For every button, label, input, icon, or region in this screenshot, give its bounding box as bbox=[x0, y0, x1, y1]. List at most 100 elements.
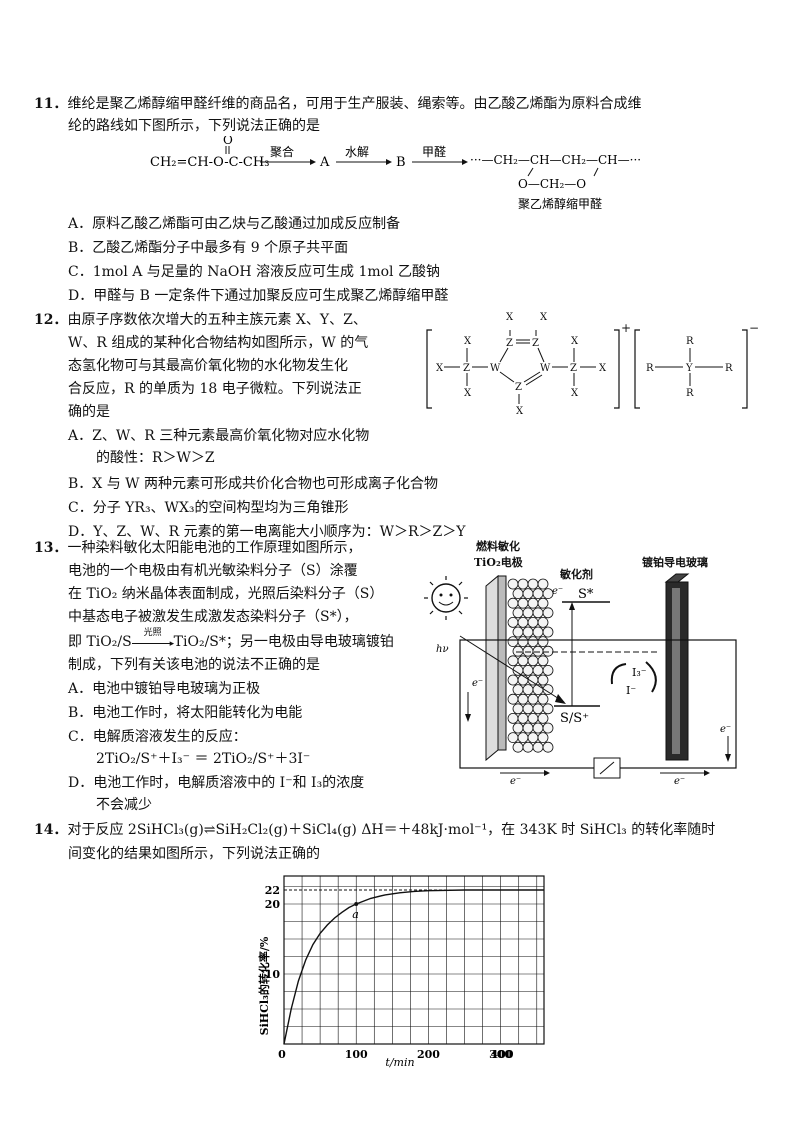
nanoparticle bbox=[527, 578, 539, 590]
nanoparticle bbox=[512, 626, 524, 638]
x-tick-label: 300 bbox=[489, 1048, 512, 1061]
q13-option-c[interactable]: C．电解质溶液发生的反应： bbox=[68, 729, 247, 745]
nanoparticle bbox=[542, 588, 554, 599]
nanoparticle bbox=[517, 732, 529, 744]
q12-option-b[interactable]: B．X 与 W 两种元素可形成共价化合物也可形成离子化合物 bbox=[68, 476, 438, 492]
q11-stem-line2: 纶的路线如下图所示，下列说法正确的是 bbox=[68, 118, 320, 134]
nanoparticle bbox=[537, 636, 549, 647]
nanoparticle bbox=[542, 664, 554, 676]
nanoparticle bbox=[507, 578, 519, 590]
q13-stem-end: 制成，下列有关该电池的说法不正确的是 bbox=[68, 657, 320, 673]
q11-option-c[interactable]: C．1mol A 与足量的 NaOH 溶液反应可生成 1mol 乙酸钠 bbox=[68, 264, 440, 280]
q12-stem-line3: 态氢化物可与其最高价氧化物的水化物发生化 bbox=[68, 358, 348, 374]
q12-x6: X bbox=[516, 406, 524, 417]
nanoparticle bbox=[517, 693, 529, 705]
nanoparticle bbox=[532, 722, 544, 734]
nanoparticle bbox=[532, 664, 544, 676]
nanoparticle bbox=[512, 703, 524, 715]
nanoparticle bbox=[532, 626, 544, 638]
q13-option-d-cont: 不会减少 bbox=[68, 797, 152, 813]
q12-option-c[interactable]: C．分子 YR₃、WX₃的空间构型均为三角锥形 bbox=[68, 500, 349, 516]
nanoparticle bbox=[517, 597, 529, 609]
point-a-label: a bbox=[352, 908, 359, 921]
q13-eq-condition: 光照 bbox=[143, 628, 162, 638]
q11-option-b[interactable]: B．乙酸乙烯酯分子中最多有 9 个原子共平面 bbox=[68, 240, 349, 256]
q11-reaction-scheme: CH₂=CH-O-C-CH₃ O 聚合 A 水解 B 甲醛 ···—CH₂—CH… bbox=[150, 136, 641, 211]
x-tick-label: 0 bbox=[278, 1048, 286, 1061]
y-tick-label: 20 bbox=[265, 898, 281, 911]
q12-r4: R bbox=[686, 388, 694, 399]
q12-w1: W bbox=[490, 363, 501, 374]
nanoparticle bbox=[532, 588, 544, 599]
nanoparticle bbox=[507, 597, 519, 609]
nanoparticle bbox=[537, 578, 549, 590]
q14-stem-line1: 对于反应 2SiHCl₃(g)⇌SiH₂Cl₂(g)＋SiCl₄(g) ΔH＝＋… bbox=[67, 822, 716, 838]
nanoparticle bbox=[522, 664, 534, 676]
q13-s-pair: S/S⁺ bbox=[560, 711, 589, 726]
q12-x9: X bbox=[571, 388, 579, 399]
q12-z4: Z bbox=[515, 382, 522, 393]
q13-stem-line4: 中基态电子被激发生成激发态染料分子（S*）， bbox=[68, 609, 358, 625]
q13-option-a[interactable]: A．电池中镀铂导电玻璃为正极 bbox=[68, 681, 261, 697]
q13-e-left: e⁻ bbox=[472, 678, 483, 689]
nanoparticle bbox=[527, 597, 539, 609]
q12-r2: R bbox=[646, 363, 654, 374]
q12-r1: R bbox=[686, 336, 694, 347]
q13-eq-pre: 即 TiO₂/S bbox=[68, 634, 132, 650]
sun-icon bbox=[424, 576, 468, 620]
nanoparticle bbox=[522, 607, 534, 619]
chart-frame bbox=[283, 875, 545, 1045]
q12-option-d[interactable]: D．Y、Z、W、R 元素的第一电离能大小顺序为：W＞R＞Z＞Y bbox=[68, 524, 466, 540]
q12-option-a-cont: 的酸性：R＞W＞Z bbox=[68, 450, 215, 466]
q13-i3: I₃⁻ bbox=[632, 666, 647, 679]
nanoparticle bbox=[537, 617, 549, 628]
q12-stem-line2: W、R 组成的某种化合物结构如图所示，W 的气 bbox=[68, 335, 369, 351]
nanoparticle bbox=[542, 703, 554, 715]
q12-z3: Z bbox=[532, 338, 539, 349]
q11-arrow2-label: 水解 bbox=[345, 145, 369, 159]
q13-s-star: S* bbox=[578, 587, 594, 602]
q13-option-c-equation: 2TiO₂/S⁺＋I₃⁻ ＝ 2TiO₂/S⁺＋3I⁻ bbox=[68, 751, 311, 767]
q11-start-formula: CH₂=CH-O-C-CH₃ bbox=[150, 155, 269, 170]
nanoparticle bbox=[507, 732, 519, 744]
y-tick-label: 22 bbox=[265, 884, 280, 897]
nanoparticle bbox=[517, 712, 529, 724]
q12-z5: Z bbox=[570, 363, 577, 374]
q12-option-a[interactable]: A．Z、W、R 三种元素最高价氧化物对应水化物 bbox=[68, 428, 370, 444]
q13-hv: hν bbox=[436, 644, 449, 655]
x-tick-label: 400 bbox=[491, 1048, 514, 1061]
q11-option-d[interactable]: D．甲醛与 B 一定条件下通过加聚反应可生成聚乙烯醇缩甲醛 bbox=[68, 288, 449, 304]
q11-number: 11． bbox=[34, 96, 68, 112]
nanoparticle bbox=[512, 645, 524, 657]
q11-option-a[interactable]: A．原料乙酸乙烯酯可由乙炔与乙酸通过加成反应制备 bbox=[68, 216, 401, 232]
x-tick-label: 100 bbox=[345, 1048, 368, 1061]
q11-arrow1-label: 聚合 bbox=[270, 144, 294, 159]
q13-label-electrode: 燃料敏化 bbox=[475, 539, 520, 553]
q12-y: Y bbox=[685, 363, 693, 374]
q12-x4: X bbox=[506, 312, 514, 323]
nanoparticle bbox=[527, 693, 539, 705]
q14-stem-line2: 间变化的结果如图所示，下列说法正确的 bbox=[68, 846, 320, 862]
q13-option-d[interactable]: D．电池工作时，电解质溶液中的 I⁻和 I₃的浓度 bbox=[68, 775, 365, 791]
nanoparticle bbox=[537, 655, 549, 667]
q13-e-right: e⁻ bbox=[720, 724, 731, 735]
q12-x8: X bbox=[599, 363, 607, 374]
q11-product-name: 聚乙烯醇缩甲醛 bbox=[518, 196, 602, 211]
q13-stem-line3: 在 TiO₂ 纳米晶体表面制成，光照后染料分子（S） bbox=[68, 586, 384, 602]
q14-number: 14． bbox=[34, 822, 68, 838]
q12-x5: X bbox=[540, 312, 548, 323]
nanoparticle bbox=[542, 684, 554, 696]
nanoparticle bbox=[507, 674, 519, 686]
nanoparticle bbox=[537, 693, 549, 705]
q11-b: B bbox=[396, 155, 406, 170]
y-tick-label: 10 bbox=[265, 968, 281, 981]
q13-e-top: e⁻ bbox=[552, 586, 563, 597]
nanoparticle bbox=[532, 741, 544, 753]
nanoparticle bbox=[542, 626, 554, 638]
q13-equation: 即 TiO₂/S 光照 ▸ TiO₂/S*；另一电极由导电玻璃镀铂 bbox=[68, 628, 394, 654]
q13-option-b[interactable]: B．电池工作时，将太阳能转化为电能 bbox=[68, 705, 303, 721]
nanoparticle bbox=[512, 588, 524, 599]
nanoparticle bbox=[517, 617, 529, 628]
nanoparticle bbox=[517, 655, 529, 667]
